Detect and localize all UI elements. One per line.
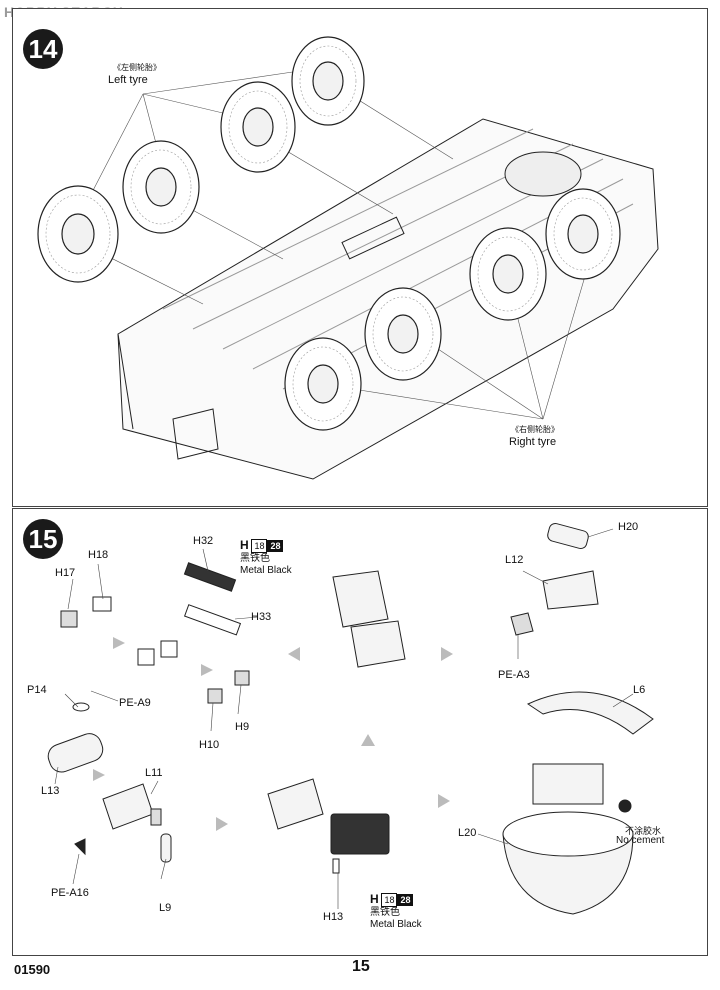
part-label-h33: H33 [251, 611, 272, 623]
part-label-pe-a9: PE-A9 [119, 697, 151, 709]
part-label-pe-a16: PE-A16 [51, 887, 89, 899]
no-cement-label: No cement [616, 835, 665, 846]
part-label-l13: L13 [41, 785, 60, 797]
part-label-h13: H13 [323, 911, 344, 923]
part-label-l20: L20 [458, 827, 477, 839]
step-15-panel: 15 [12, 508, 708, 956]
part-label-l11: L11 [145, 767, 163, 779]
left-tyre-label: Left tyre [108, 74, 148, 86]
part-label-h20: H20 [618, 521, 639, 533]
paint-prefix: H [370, 892, 379, 906]
paint-code-alt: 28 [267, 540, 284, 552]
part-label-p14: P14 [27, 684, 47, 696]
step-14-drawing [37, 36, 659, 480]
page-number: 15 [352, 958, 370, 975]
step-15-drawing [47, 522, 654, 915]
part-label-l6: L6 [633, 684, 646, 696]
left-tyre-label-cn: 《左侧轮胎》 [113, 63, 161, 72]
paint-name-cn: 黑铁色 [240, 553, 270, 564]
part-label-pe-a3: PE-A3 [498, 669, 530, 681]
paint-code-alt: 28 [397, 894, 414, 906]
paint-code: 18 [251, 539, 268, 553]
paint-name: Metal Black [370, 919, 422, 930]
part-label-l9: L9 [159, 902, 172, 914]
kit-code: 01590 [14, 962, 51, 977]
no-cement-label-cn: 不涂胶水 [625, 826, 662, 836]
step-14-badge: 14 [23, 29, 63, 69]
part-label-h10: H10 [199, 739, 220, 751]
paint-name: Metal Black [240, 565, 292, 576]
step-15-badge: 15 [23, 519, 63, 559]
part-label-h18: H18 [88, 549, 109, 561]
paint-name-cn: 黑铁色 [370, 907, 400, 918]
paint-prefix: H [240, 538, 249, 552]
right-tyre-label: Right tyre [509, 436, 557, 448]
part-label-h32: H32 [193, 535, 214, 547]
part-label-h17: H17 [55, 567, 76, 579]
right-tyre-label-cn: 《右侧轮胎》 [511, 425, 559, 434]
part-label-h9: H9 [235, 721, 250, 733]
paint-code: 18 [381, 893, 398, 907]
part-label-l12: L12 [505, 554, 524, 566]
step-14-panel: 14 [12, 8, 708, 507]
